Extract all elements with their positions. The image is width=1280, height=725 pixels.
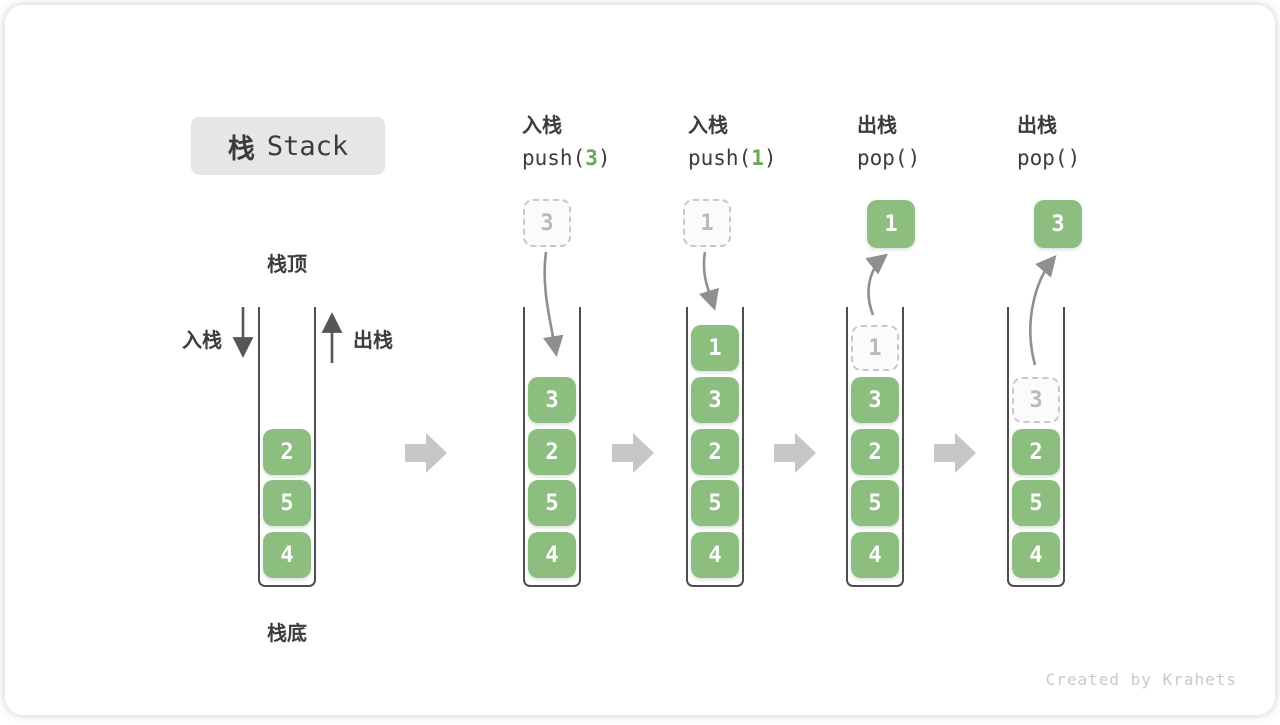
op-zh-label: 出栈 bbox=[857, 115, 897, 137]
op-code-post: ) bbox=[597, 146, 611, 170]
stack-element: 5 bbox=[1012, 480, 1060, 526]
title-badge: 栈 Stack bbox=[191, 117, 385, 175]
op-code-arg: 1 bbox=[751, 146, 764, 170]
transition-arrow-icon bbox=[934, 433, 976, 473]
transition-arrow-icon bbox=[774, 433, 816, 473]
stack-well-5 bbox=[1007, 307, 1065, 587]
push-side-label: 入栈 bbox=[182, 330, 222, 352]
stack-element: 5 bbox=[528, 480, 576, 526]
ghost-element: 1 bbox=[851, 325, 899, 371]
ghost-element: 3 bbox=[1012, 377, 1060, 423]
op-label-pop-3: 出栈 pop() bbox=[1017, 109, 1080, 170]
popped-element: 1 bbox=[867, 200, 915, 248]
stack-well-3 bbox=[686, 307, 744, 587]
transition-arrow-icon bbox=[612, 433, 654, 473]
stack-well-1 bbox=[258, 307, 316, 587]
popped-element: 3 bbox=[1034, 200, 1082, 248]
op-code-label: pop() bbox=[1017, 146, 1080, 170]
op-code-pre: pop() bbox=[1017, 146, 1081, 170]
stack-top-label: 栈顶 bbox=[267, 254, 307, 276]
stack-element: 3 bbox=[691, 377, 739, 423]
op-code-label: push(1) bbox=[688, 146, 777, 170]
op-code-label: push(3) bbox=[522, 146, 611, 170]
stack-element: 2 bbox=[851, 429, 899, 475]
op-code-pre: pop() bbox=[857, 146, 921, 170]
stack-element: 4 bbox=[528, 532, 576, 578]
stack-element: 1 bbox=[691, 325, 739, 371]
transition-arrow-icon bbox=[405, 433, 447, 473]
op-code-post: ) bbox=[763, 146, 777, 170]
op-zh-label: 出栈 bbox=[1017, 115, 1057, 137]
credit-label: Created by Krahets bbox=[1045, 670, 1237, 689]
op-zh-label: 入栈 bbox=[688, 115, 728, 137]
stack-well-2 bbox=[523, 307, 581, 587]
stack-element: 4 bbox=[851, 532, 899, 578]
op-label-push-3: 入栈 push(3) bbox=[522, 109, 611, 170]
push-curve-arrow-icon bbox=[699, 251, 719, 311]
incoming-element: 3 bbox=[523, 199, 571, 247]
op-code-arg: 3 bbox=[585, 146, 598, 170]
stack-bottom-label: 栈底 bbox=[267, 623, 307, 645]
op-code-pre: push( bbox=[522, 146, 586, 170]
title-zh-label: 栈 bbox=[227, 133, 255, 165]
stack-well-4 bbox=[846, 307, 904, 587]
incoming-element: 1 bbox=[683, 199, 731, 247]
stack-element: 3 bbox=[528, 377, 576, 423]
stack-element: 4 bbox=[263, 532, 311, 578]
arrows-overlay bbox=[232, 251, 1057, 366]
stack-element: 4 bbox=[1012, 532, 1060, 578]
op-code-label: pop() bbox=[857, 146, 920, 170]
stack-element: 5 bbox=[263, 480, 311, 526]
op-zh-label: 入栈 bbox=[522, 115, 562, 137]
stack-element: 5 bbox=[691, 480, 739, 526]
stack-element: 4 bbox=[691, 532, 739, 578]
op-label-push-1: 入栈 push(1) bbox=[688, 109, 777, 170]
op-label-pop-1: 出栈 pop() bbox=[857, 109, 920, 170]
stack-element: 2 bbox=[691, 429, 739, 475]
stack-element: 3 bbox=[851, 377, 899, 423]
stack-element: 2 bbox=[528, 429, 576, 475]
title-en-label: Stack bbox=[266, 130, 349, 162]
stack-element: 2 bbox=[1012, 429, 1060, 475]
op-code-pre: push( bbox=[688, 146, 752, 170]
stack-element: 2 bbox=[263, 429, 311, 475]
stack-element: 5 bbox=[851, 480, 899, 526]
pop-side-label: 出栈 bbox=[353, 330, 393, 352]
